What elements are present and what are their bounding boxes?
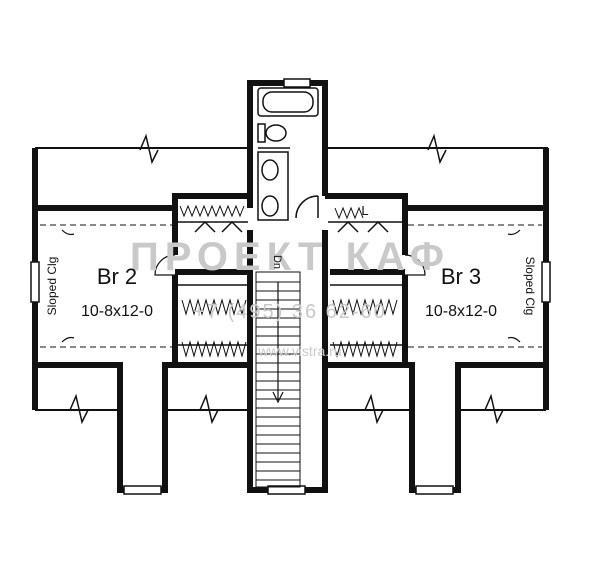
linen-closet-label: L — [361, 203, 368, 218]
watermark-phone: +7 (495) 36 62-60 — [193, 301, 387, 323]
toilet-tank — [257, 123, 266, 143]
watermark-brand: ПРОЕКТ КАФ — [130, 235, 450, 279]
br3-ceiling: Sloped Clg — [523, 257, 537, 316]
stair — [255, 271, 301, 488]
closets — [154, 204, 426, 358]
br2-size: 10-8x12-0 — [81, 303, 153, 320]
toilet-bowl — [265, 124, 287, 142]
room-labels: Br 2 10-8x12-0 Sloped Clg Br 3 10-8x12-0… — [45, 203, 537, 320]
br2-name: Br 2 — [97, 264, 137, 289]
br3-size: 10-8x12-0 — [425, 303, 497, 320]
br2-ceiling: Sloped Clg — [45, 257, 59, 316]
stair-down-label: Dn — [271, 255, 283, 269]
exterior-walls — [32, 133, 549, 425]
bathroom-fixtures — [257, 87, 319, 221]
watermark-url: www.vistra.ru — [257, 343, 341, 359]
slope-arrows — [61, 229, 521, 343]
vanity — [257, 151, 289, 221]
br3-name: Br 3 — [441, 264, 481, 289]
bathtub — [257, 87, 319, 117]
sloped-ceiling-lines — [40, 224, 542, 348]
watermark: ПРОЕКТ КАФ +7 (495) 36 62-60 www.vistra.… — [130, 235, 450, 359]
windows — [30, 78, 551, 495]
